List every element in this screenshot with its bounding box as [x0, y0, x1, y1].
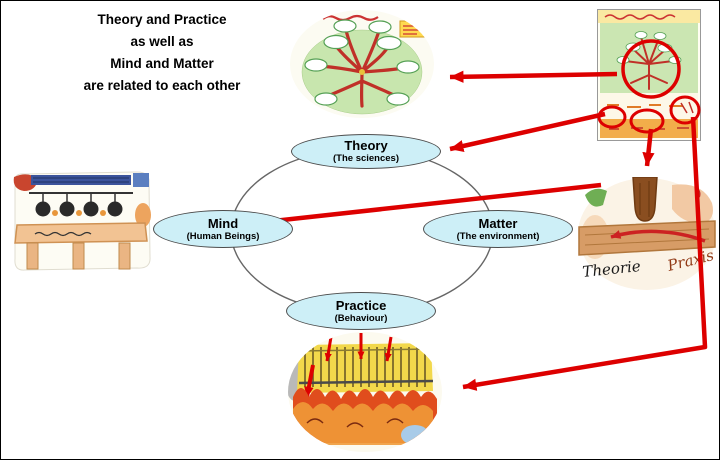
theory-label: Theory	[344, 138, 388, 153]
node-practice: Practice (Behaviour)	[286, 292, 436, 330]
theorie-praxis-drawing: Theorie Praxis	[577, 177, 717, 291]
mind-label: Mind	[207, 215, 239, 231]
mind-subtitle: (Human Beings)	[186, 230, 260, 242]
mindmap-tree-drawing	[289, 9, 435, 119]
community-table-drawing	[9, 169, 154, 273]
title-line-3: Mind and Matter	[110, 56, 214, 71]
title-line-2: as well as	[130, 34, 194, 49]
flames-orange	[293, 402, 433, 445]
poster-overview-thumbnail	[597, 9, 701, 141]
down-arrows	[304, 333, 393, 398]
title-line-4: are related to each other	[83, 78, 241, 93]
title-line-1: Theory and Practice	[97, 12, 227, 27]
arrow-poster-to-theory	[449, 111, 606, 153]
node-matter: Matter (The environment)	[423, 210, 573, 248]
node-theory: Theory (The sciences)	[291, 134, 441, 169]
tree-trunk	[632, 177, 658, 222]
title-block: Theory and Practice as well as Mind and …	[21, 9, 303, 97]
node-mind: Mind (Human Beings)	[153, 210, 293, 248]
practice-subtitle: (Behaviour)	[334, 312, 388, 324]
table-top	[14, 222, 148, 244]
matter-label: Matter	[478, 215, 518, 231]
matter-subtitle: (The environment)	[456, 230, 540, 242]
theory-subtitle: (The sciences)	[333, 153, 399, 164]
practice-label: Practice	[335, 297, 387, 313]
hanging-objects	[35, 193, 123, 217]
arrow-poster-to-mindmap	[449, 70, 618, 83]
crowd-fire-drawing	[287, 331, 443, 453]
mindmap-content	[290, 10, 434, 118]
